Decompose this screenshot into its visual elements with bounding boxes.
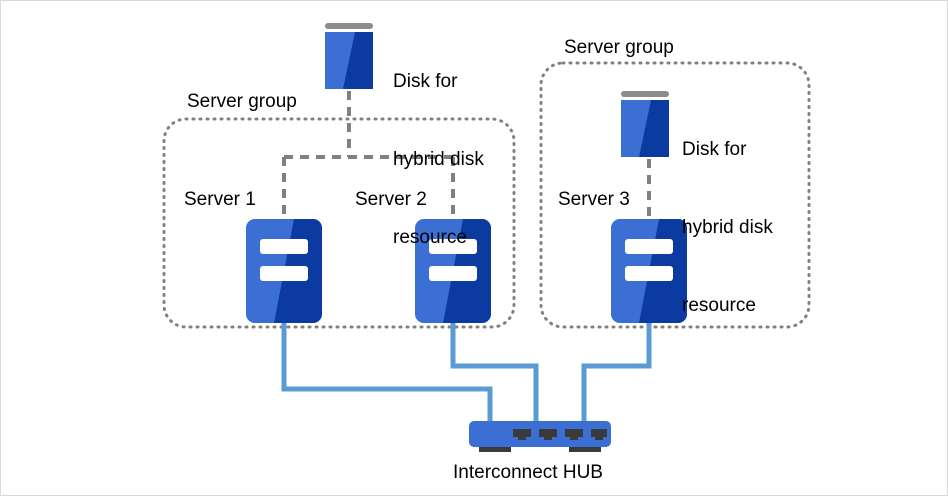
cable-server-2-to-hub <box>450 321 539 425</box>
server-group-left-border <box>162 117 516 329</box>
disk-shared-label-line-3: resource <box>393 227 467 248</box>
server-group-right-border <box>539 61 811 329</box>
disk-link-lines <box>282 91 651 223</box>
disk-shared-label-line-2: hybrid disk <box>393 149 484 170</box>
disk-server-3-label-line-3: resource <box>682 295 756 316</box>
server-group-right-label: Server group <box>564 37 674 58</box>
server-1-label: Server 1 <box>184 189 256 210</box>
disk-icon-shared[interactable] <box>325 23 373 89</box>
hub-icon[interactable] <box>469 421 611 452</box>
server-icon-1[interactable] <box>246 219 322 323</box>
cable-server-1-to-hub <box>281 321 493 425</box>
disk-shared-label-line-1: Disk for <box>393 71 458 92</box>
server-3-label: Server 3 <box>558 189 630 210</box>
group-boundaries <box>162 61 811 329</box>
server-2-label: Server 2 <box>355 189 427 210</box>
interconnect-hub-label: Interconnect HUB <box>453 462 603 483</box>
cable-server-3-to-hub <box>581 321 652 425</box>
network-cables <box>281 321 652 425</box>
server-group-left-label: Server group <box>187 91 297 112</box>
server-icon-3[interactable] <box>611 219 687 323</box>
disk-shared-label: Disk for hybrid disk resource <box>393 17 484 303</box>
disk-server-3-label: Disk for hybrid disk resource <box>682 85 773 371</box>
disk-icon-server-3[interactable] <box>621 91 669 157</box>
disk-server-3-label-line-1: Disk for <box>682 139 747 160</box>
disk-server-3-label-line-2: hybrid disk <box>682 217 773 238</box>
